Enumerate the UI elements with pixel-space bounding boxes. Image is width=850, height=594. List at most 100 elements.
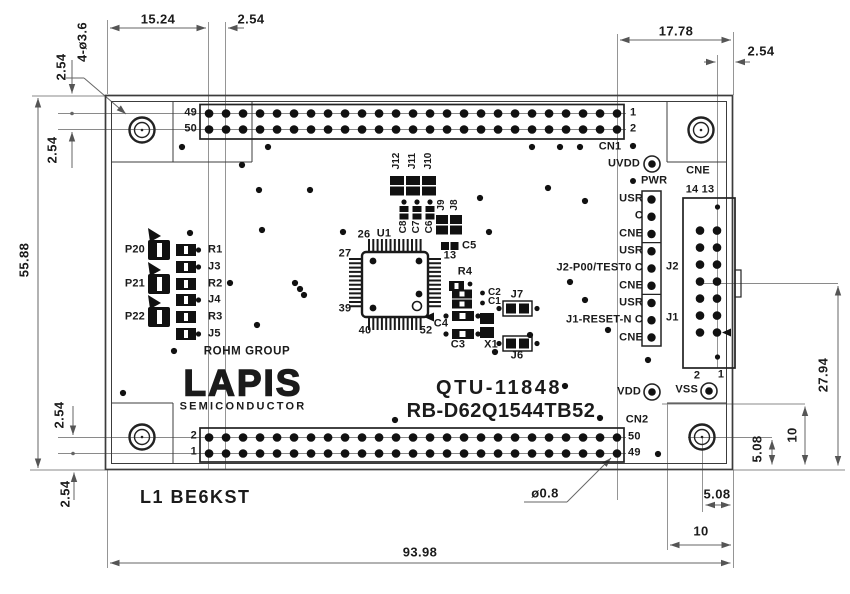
dim-pitch-top-right: 2.54 bbox=[747, 43, 775, 59]
semiconductor-text: SEMICONDUCTOR bbox=[179, 400, 307, 413]
j9-j8-pads bbox=[436, 215, 462, 235]
cne-pins-14-13: 14 13 bbox=[685, 183, 715, 196]
dim-pitch-left-1: 2.54 bbox=[53, 53, 69, 81]
mounting-hole-top-left bbox=[128, 116, 156, 144]
c5-label: C5 bbox=[462, 239, 477, 252]
p21-led-icon bbox=[148, 262, 170, 294]
dim-ten-right: 10 bbox=[784, 427, 800, 443]
j7-part bbox=[496, 300, 540, 317]
j1-label: J1 bbox=[666, 311, 679, 324]
dim-pitch-left-4: 2.54 bbox=[57, 480, 73, 508]
j1-j2-header bbox=[630, 178, 662, 347]
u1-pin26-label: 26 bbox=[357, 228, 371, 241]
dim-ten-bottom: 10 bbox=[693, 523, 709, 539]
mounting-hole-bottom-right bbox=[688, 423, 716, 451]
header-row-cne-3: CNE bbox=[619, 331, 643, 343]
u1-pin13-label: 13 bbox=[443, 249, 457, 262]
u1-pin40-label: 40 bbox=[358, 324, 372, 337]
small-components bbox=[390, 176, 540, 352]
cn2-name: CN2 bbox=[625, 413, 649, 426]
header-row-j2-p00: J2-P00/TEST0 C bbox=[556, 261, 643, 274]
c8-label: C8 bbox=[398, 220, 409, 234]
vias bbox=[119, 142, 662, 458]
p22-label: P22 bbox=[124, 310, 145, 323]
p22-led-icon bbox=[148, 295, 170, 327]
j6-part bbox=[496, 335, 540, 352]
header-row-c-1: C bbox=[634, 209, 643, 222]
c1-label: C1 bbox=[488, 296, 501, 307]
model-number: QTU-11848 bbox=[436, 377, 562, 399]
j12-label: J12 bbox=[391, 152, 402, 170]
cn2-pin49-label: 49 bbox=[628, 446, 641, 459]
lapis-logo: LAPIS bbox=[183, 362, 303, 404]
c7-label: C7 bbox=[411, 220, 422, 234]
silkscreen-note: L1 BE6KST bbox=[140, 487, 251, 507]
c6-label: C6 bbox=[424, 220, 435, 234]
cn1-pin49-label: 49 bbox=[184, 106, 197, 119]
dim-board-width: 93.98 bbox=[402, 544, 438, 560]
mounting-hole-bottom-left bbox=[128, 423, 156, 451]
j5-label: J5 bbox=[208, 327, 221, 340]
cne-connector bbox=[682, 197, 742, 369]
header-row-usr-3: USR bbox=[619, 296, 643, 309]
mounting-hole-top-right bbox=[687, 116, 715, 144]
c5-part bbox=[441, 242, 459, 250]
part-number: RB-D62Q1544TB52 bbox=[406, 400, 596, 422]
cne-pin2-label: 2 bbox=[693, 369, 701, 382]
u1-pin52-label: 52 bbox=[419, 324, 433, 337]
cne-pin1-label: 1 bbox=[717, 368, 725, 381]
u1-pin39-label: 39 bbox=[338, 302, 352, 315]
header-row-cne-1: CNE bbox=[619, 227, 643, 239]
mounting-holes bbox=[128, 116, 716, 451]
c8-c7-c6-caps bbox=[399, 199, 435, 220]
p21-label: P21 bbox=[124, 277, 145, 290]
vdd-test-point bbox=[643, 383, 661, 401]
c4-c3-parts bbox=[424, 311, 481, 339]
u1-ref-label: U1 bbox=[376, 227, 392, 240]
cn1-pin1-label: 1 bbox=[630, 106, 637, 119]
uvdd-label: UVDD bbox=[608, 157, 640, 170]
test-points bbox=[643, 155, 718, 401]
j7-label: J7 bbox=[510, 288, 524, 301]
cn1-name: CN1 bbox=[598, 140, 622, 153]
x1-part bbox=[480, 313, 494, 338]
vdd-label: VDD bbox=[617, 385, 641, 398]
cn2-connector bbox=[199, 427, 625, 463]
u1-pin27-label: 27 bbox=[338, 247, 352, 260]
dim-cn1-left-offset: 15.24 bbox=[140, 11, 176, 27]
header-row-usr-2: USR bbox=[619, 244, 643, 257]
header-row-usr-1: USR bbox=[619, 192, 643, 205]
uvdd-test-point bbox=[643, 155, 661, 173]
c2-c1-parts bbox=[452, 289, 485, 309]
c3-label: C3 bbox=[450, 338, 466, 351]
board-outline bbox=[104, 94, 734, 471]
cn1-pin2-label: 2 bbox=[630, 122, 637, 135]
r3-label: R3 bbox=[208, 310, 223, 323]
cn1-connector bbox=[199, 103, 625, 140]
j8-label: J8 bbox=[449, 199, 460, 211]
dim-five08-bottom: 5.08 bbox=[703, 486, 731, 502]
j10-label: J10 bbox=[423, 152, 434, 170]
r2-label: R2 bbox=[208, 277, 223, 290]
dimension-lines bbox=[34, 24, 842, 567]
dim-five08-right: 5.08 bbox=[749, 435, 765, 463]
j6-label: J6 bbox=[510, 349, 524, 362]
r4-part bbox=[449, 281, 473, 291]
vss-test-point bbox=[700, 382, 718, 400]
pwr-label: PWR bbox=[641, 174, 668, 187]
p20-led-icon bbox=[148, 228, 170, 260]
r4-label: R4 bbox=[457, 265, 473, 278]
j2-label: J2 bbox=[666, 260, 679, 273]
dim-cn1-right-offset: 17.78 bbox=[658, 23, 694, 39]
pin1-indicator bbox=[411, 300, 423, 312]
dim-pitch-top-left: 2.54 bbox=[237, 11, 265, 27]
led-section-parts bbox=[148, 228, 202, 340]
r1-label: R1 bbox=[208, 243, 223, 256]
j9-label: J9 bbox=[436, 199, 447, 211]
c2-label: C2 bbox=[488, 287, 501, 298]
cn2-pin2-label: 2 bbox=[190, 429, 197, 442]
dim-cne-to-bottom: 27.94 bbox=[815, 357, 831, 393]
x1-label: X1 bbox=[484, 338, 498, 351]
c4-label: C4 bbox=[433, 317, 449, 330]
cn2-pin50-label: 50 bbox=[628, 430, 641, 443]
